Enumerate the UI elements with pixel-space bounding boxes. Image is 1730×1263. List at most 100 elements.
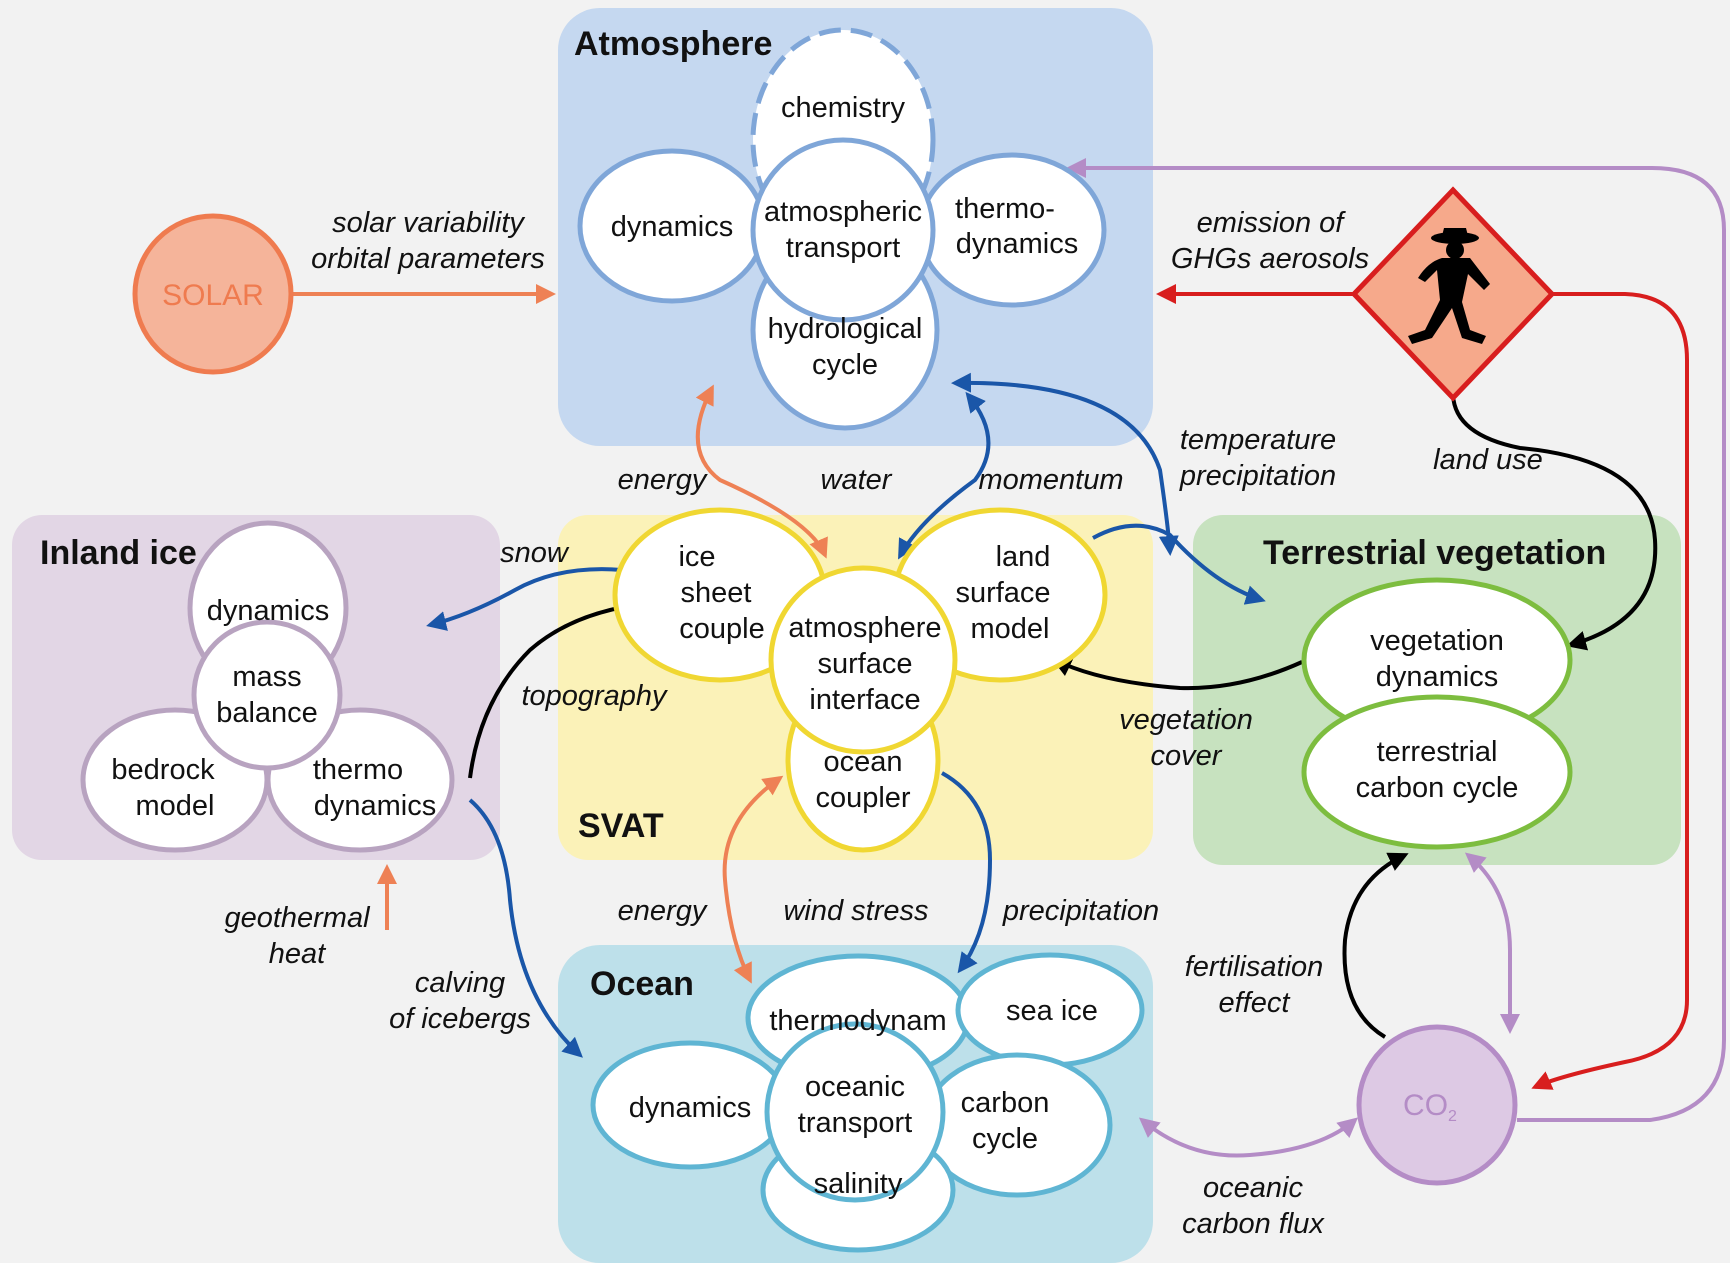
precipitation-bottom-label: precipitation — [1002, 895, 1159, 927]
human-activity-node — [1350, 186, 1556, 402]
oceanic-flux-label-2: carbon flux — [1182, 1208, 1325, 1240]
ice-mass-node — [191, 619, 343, 771]
land-use-arrow — [1451, 394, 1658, 651]
human-to-co2-arrow — [1531, 292, 1689, 1090]
atmos-thermo-text-1: thermo- — [955, 193, 1055, 225]
land-use-label: land use — [1433, 444, 1543, 476]
inland-ice-title: Inland ice — [40, 534, 197, 572]
svat-ocean-text-2: coupler — [815, 782, 910, 814]
ocean-carbon-text-2: cycle — [972, 1123, 1038, 1155]
calving-label-1: calving — [415, 967, 505, 999]
solar-text: SOLAR — [162, 279, 264, 312]
svat-land-text-3: model — [971, 613, 1050, 645]
oceanic-flux-label-1: oceanic — [1203, 1172, 1303, 1204]
atmos-chemistry-text: chemistry — [781, 92, 906, 124]
atmos-transport-node — [750, 137, 936, 323]
energy-atmos-arrow — [695, 384, 828, 559]
topography-arrow — [468, 597, 639, 779]
energy-bottom-label: energy — [618, 895, 708, 927]
ocean-flower: thermodynam sea ice dynamics oceanic tra… — [590, 952, 1145, 1253]
terrestrial-vegetation-title: Terrestrial vegetation — [1263, 534, 1606, 572]
svat-center-node — [768, 565, 958, 755]
co2-node: CO2 — [1356, 1024, 1518, 1186]
atmosphere-flower: chemistry dynamics atmospheric transport… — [577, 27, 1107, 431]
atmos-thermo-text-2: dynamics — [956, 228, 1079, 260]
emission-label-2: GHGs aerosols — [1171, 243, 1369, 275]
calving-arrow — [468, 798, 583, 1058]
precipitation-ocean-arrow — [941, 771, 993, 974]
land-to-vegetation-arrow — [1092, 523, 1266, 605]
wind-stress-label: wind stress — [783, 895, 928, 927]
svat-center-text-3: interface — [809, 684, 920, 716]
ocean-salinity-text: salinity — [814, 1168, 903, 1200]
ice-dynamics-text: dynamics — [207, 595, 330, 627]
ocean-dynamics-text: dynamics — [629, 1092, 752, 1124]
vegetation-cover-arrow — [1051, 658, 1303, 691]
arrow-labels: solar variability orbital parameters emi… — [224, 207, 1542, 1240]
svat-ice-text-3: couple — [679, 613, 764, 645]
temperature-precip-arrow — [951, 372, 1179, 556]
fertilisation-arrow — [1342, 852, 1409, 1039]
svat-ocean-text-1: ocean — [823, 746, 902, 778]
walking-man-icon — [1408, 228, 1490, 344]
ice-thermo-text-1: thermo — [313, 754, 403, 786]
veg-carbon-petal — [1301, 694, 1573, 850]
oceanic-carbon-flux-arrow — [1138, 1117, 1359, 1158]
svat-flower: ice sheet couple land surface model atmo… — [612, 507, 1108, 853]
atmos-dynamics-text: dynamics — [611, 211, 734, 243]
solar-label-2: orbital parameters — [311, 243, 545, 275]
co2-terrestrial-arrow — [1464, 852, 1520, 1034]
svat-ice-text-1: ice — [678, 541, 715, 573]
ice-bedrock-text-2: model — [136, 790, 215, 822]
svat-ice-text-2: sheet — [681, 577, 752, 609]
inland-ice-flower: dynamics mass balance bedrock model ther… — [80, 520, 455, 853]
vegetation-cover-label-1: vegetation — [1119, 704, 1253, 736]
solar-label-1: solar variability — [332, 207, 525, 239]
energy-ocean-arrow — [722, 775, 784, 984]
fertilisation-label-2: effect — [1219, 987, 1292, 1019]
co2-subscript-text: 2 — [1448, 1108, 1457, 1125]
momentum-label: momentum — [978, 464, 1123, 496]
topography-label: topography — [521, 680, 668, 712]
precipitation-top-label: precipitation — [1179, 460, 1336, 492]
ocean-transport-text-2: transport — [798, 1107, 912, 1139]
ice-bedrock-text-1: bedrock — [111, 754, 215, 786]
snow-label: snow — [500, 537, 570, 569]
energy-top-label: energy — [618, 464, 708, 496]
svat-center-text-1: atmosphere — [788, 612, 941, 644]
ocean-title: Ocean — [590, 965, 694, 1003]
veg-dynamics-text-1: vegetation — [1370, 625, 1504, 657]
atmos-hydro-text-2: cycle — [812, 349, 878, 381]
ice-mass-text-2: balance — [216, 697, 318, 729]
co2-to-atmosphere-arrow — [1066, 158, 1726, 1122]
atmos-transport-text-1: atmospheric — [764, 196, 922, 228]
emission-label-1: emission of — [1197, 207, 1347, 239]
veg-carbon-text-2: carbon cycle — [1356, 772, 1519, 804]
geothermal-label-2: heat — [269, 938, 327, 970]
svat-title: SVAT — [578, 807, 664, 845]
svat-land-text-2: surface — [955, 577, 1050, 609]
vegetation-cover-label-2: cover — [1151, 740, 1223, 772]
co2-main-text: CO — [1403, 1089, 1448, 1122]
ice-mass-text-1: mass — [232, 661, 301, 693]
svat-land-text-1: land — [996, 541, 1051, 573]
temperature-label: temperature — [1180, 424, 1336, 456]
water-label: water — [821, 464, 893, 496]
atmos-hydro-text-1: hydrological — [768, 313, 923, 345]
terrestrial-flower: vegetation dynamics terrestrial carbon c… — [1301, 577, 1573, 850]
calving-label-2: of icebergs — [389, 1003, 531, 1035]
svat-center-text-2: surface — [817, 648, 912, 680]
veg-carbon-text-1: terrestrial — [1377, 736, 1498, 768]
ocean-thermo-text: thermodynam — [769, 1005, 946, 1037]
veg-dynamics-text-2: dynamics — [1376, 661, 1499, 693]
geothermal-label-1: geothermal — [224, 902, 371, 934]
solar-node: SOLAR — [132, 213, 294, 375]
ocean-seaice-text: sea ice — [1006, 995, 1098, 1027]
atmosphere-title: Atmosphere — [574, 25, 772, 63]
arrows — [292, 158, 1726, 1158]
ocean-carbon-text-1: carbon — [961, 1087, 1050, 1119]
ocean-transport-node — [764, 1021, 946, 1203]
fertilisation-label-1: fertilisation — [1185, 951, 1324, 983]
snow-arrow — [426, 567, 623, 631]
